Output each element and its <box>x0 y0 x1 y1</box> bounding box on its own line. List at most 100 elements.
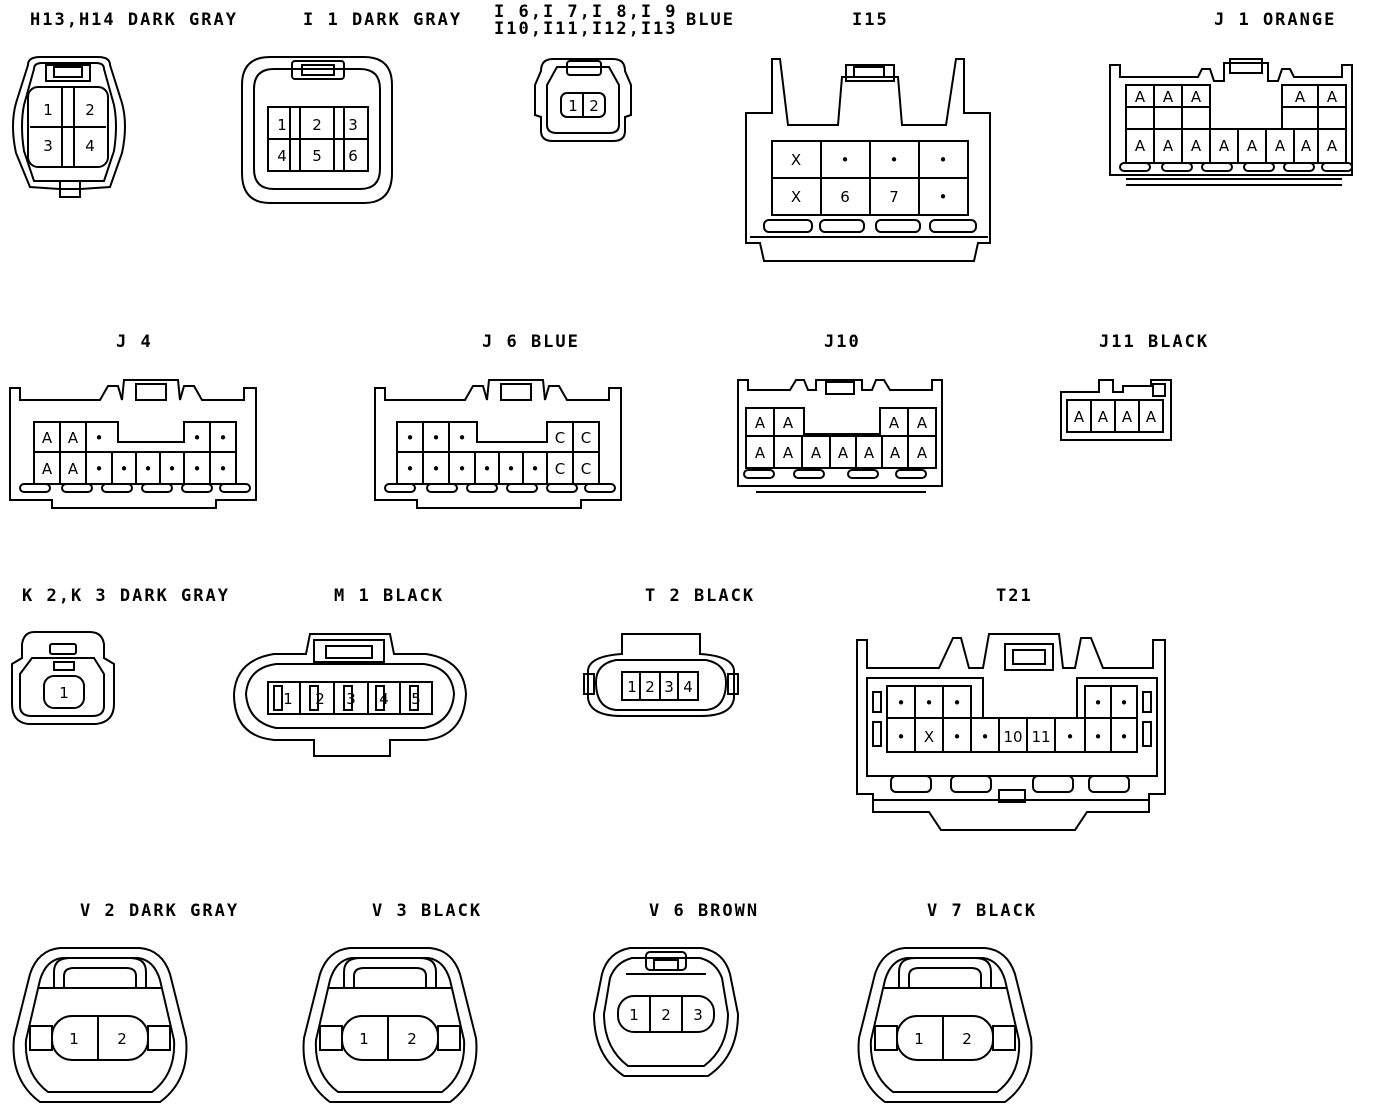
pin-label: A <box>1122 408 1133 426</box>
pin-label: • <box>925 694 934 712</box>
pin-label: 5 <box>411 690 421 708</box>
pin-label: A <box>864 444 875 462</box>
pin-label: • <box>890 151 899 169</box>
pin-label: A <box>1295 88 1306 106</box>
pin-label: • <box>193 460 202 478</box>
pin-label: A <box>755 444 766 462</box>
pin-label: C <box>581 460 591 478</box>
connector-h13-h14: 1 2 3 4 <box>8 55 132 205</box>
connector-label-j11: J11 BLACK <box>1099 332 1210 352</box>
connector-label-v6: V 6 BROWN <box>649 901 760 921</box>
pin-label: A <box>1191 137 1202 155</box>
pin-label: A <box>1163 137 1174 155</box>
pin-label: • <box>120 460 129 478</box>
pin-label: 4 <box>379 690 389 708</box>
pin-label: A <box>68 429 79 447</box>
connector-t2: 1 2 3 4 <box>582 630 742 722</box>
pin-label: • <box>953 728 962 746</box>
pin-label: 6 <box>840 188 850 206</box>
pin-label: C <box>555 460 565 478</box>
pin-label: 2 <box>312 116 322 134</box>
connector-label-i6-color: BLUE <box>686 10 735 30</box>
pin-label: • <box>939 188 948 206</box>
pin-label: X <box>924 728 934 746</box>
pin-label: 5 <box>312 147 322 165</box>
connector-j6: • • • C C • • • • • • C C <box>373 376 627 516</box>
connector-label-i6-line2: I10,I11,I12,I13 <box>494 19 678 39</box>
pin-label: 1 <box>627 678 637 696</box>
pin-label: 1 <box>283 690 293 708</box>
pin-label: • <box>193 429 202 447</box>
pin-label: A <box>783 444 794 462</box>
pin-label: A <box>838 444 849 462</box>
pin-label: • <box>981 728 990 746</box>
pin-label: • <box>219 460 228 478</box>
connector-label-i6-line1: I 6,I 7,I 8,I 9 <box>494 2 678 22</box>
pin-label: • <box>406 429 415 447</box>
pin-label: 2 <box>117 1030 127 1048</box>
pin-label: 1 <box>69 1030 79 1048</box>
connector-v6: 1 2 3 <box>590 944 742 1084</box>
pin-label: • <box>1094 694 1103 712</box>
pin-label: A <box>783 414 794 432</box>
connector-label-t21: T21 <box>996 586 1033 606</box>
pin-label: A <box>1098 408 1109 426</box>
pin-label: • <box>1094 728 1103 746</box>
pin-label: 2 <box>407 1030 417 1048</box>
pin-label: 11 <box>1031 728 1050 746</box>
pin-label: • <box>144 460 153 478</box>
pin-label: A <box>1327 137 1338 155</box>
pin-label: 2 <box>589 97 599 115</box>
pin-label: • <box>939 151 948 169</box>
pin-label: • <box>432 429 441 447</box>
connector-v2: 1 2 <box>10 944 190 1110</box>
pin-label: A <box>889 414 900 432</box>
pin-label: • <box>1120 694 1129 712</box>
pin-label: • <box>1066 728 1075 746</box>
pin-label: A <box>917 444 928 462</box>
connector-t21: • • • • • • X • • 10 11 • • • <box>853 630 1171 836</box>
pin-label: A <box>1301 137 1312 155</box>
pin-label: 4 <box>85 137 95 155</box>
pin-label: • <box>897 728 906 746</box>
pin-label: A <box>755 414 766 432</box>
pin-label: 10 <box>1003 728 1022 746</box>
pin-label: • <box>1120 728 1129 746</box>
connector-label-j1: J 1 ORANGE <box>1214 10 1337 30</box>
connector-v3: 1 2 <box>300 944 480 1110</box>
pin-label: • <box>953 694 962 712</box>
pin-label: 4 <box>277 147 287 165</box>
connector-i1: 1 2 3 4 5 6 <box>240 55 396 207</box>
pin-label: • <box>219 429 228 447</box>
connector-label-v2: V 2 DARK GRAY <box>80 901 240 921</box>
connector-j11: A A A A <box>1059 376 1175 448</box>
pin-label: 2 <box>962 1030 972 1048</box>
pin-label: 6 <box>348 147 358 165</box>
pin-label: A <box>1275 137 1286 155</box>
pin-label: 1 <box>629 1006 639 1024</box>
pin-label: A <box>1146 408 1157 426</box>
pin-label: A <box>1163 88 1174 106</box>
pin-label: 2 <box>645 678 655 696</box>
connector-i6-i13: 1 2 <box>533 55 635 145</box>
pin-label: A <box>1327 88 1338 106</box>
connector-label-t2: T 2 BLACK <box>645 586 756 606</box>
pin-label: A <box>890 444 901 462</box>
pin-label: 3 <box>43 137 53 155</box>
connector-label-j6: J 6 BLUE <box>482 332 580 352</box>
pin-label: • <box>483 460 492 478</box>
pin-label: 3 <box>664 678 674 696</box>
pin-label: 4 <box>683 678 693 696</box>
connector-j1: A A A A A A A A A A A A A <box>1106 55 1358 195</box>
connector-j10: A A A A A A A A A A A <box>736 376 948 502</box>
pin-label: A <box>811 444 822 462</box>
pin-label: X <box>791 151 801 169</box>
pin-label: 3 <box>693 1006 703 1024</box>
pin-label: 1 <box>43 101 53 119</box>
pin-label: • <box>841 151 850 169</box>
connector-label-k2-k3: K 2,K 3 DARK GRAY <box>22 586 230 606</box>
pin-label: 1 <box>568 97 578 115</box>
pin-label: • <box>406 460 415 478</box>
pin-label: 3 <box>346 690 356 708</box>
pin-label: • <box>458 429 467 447</box>
